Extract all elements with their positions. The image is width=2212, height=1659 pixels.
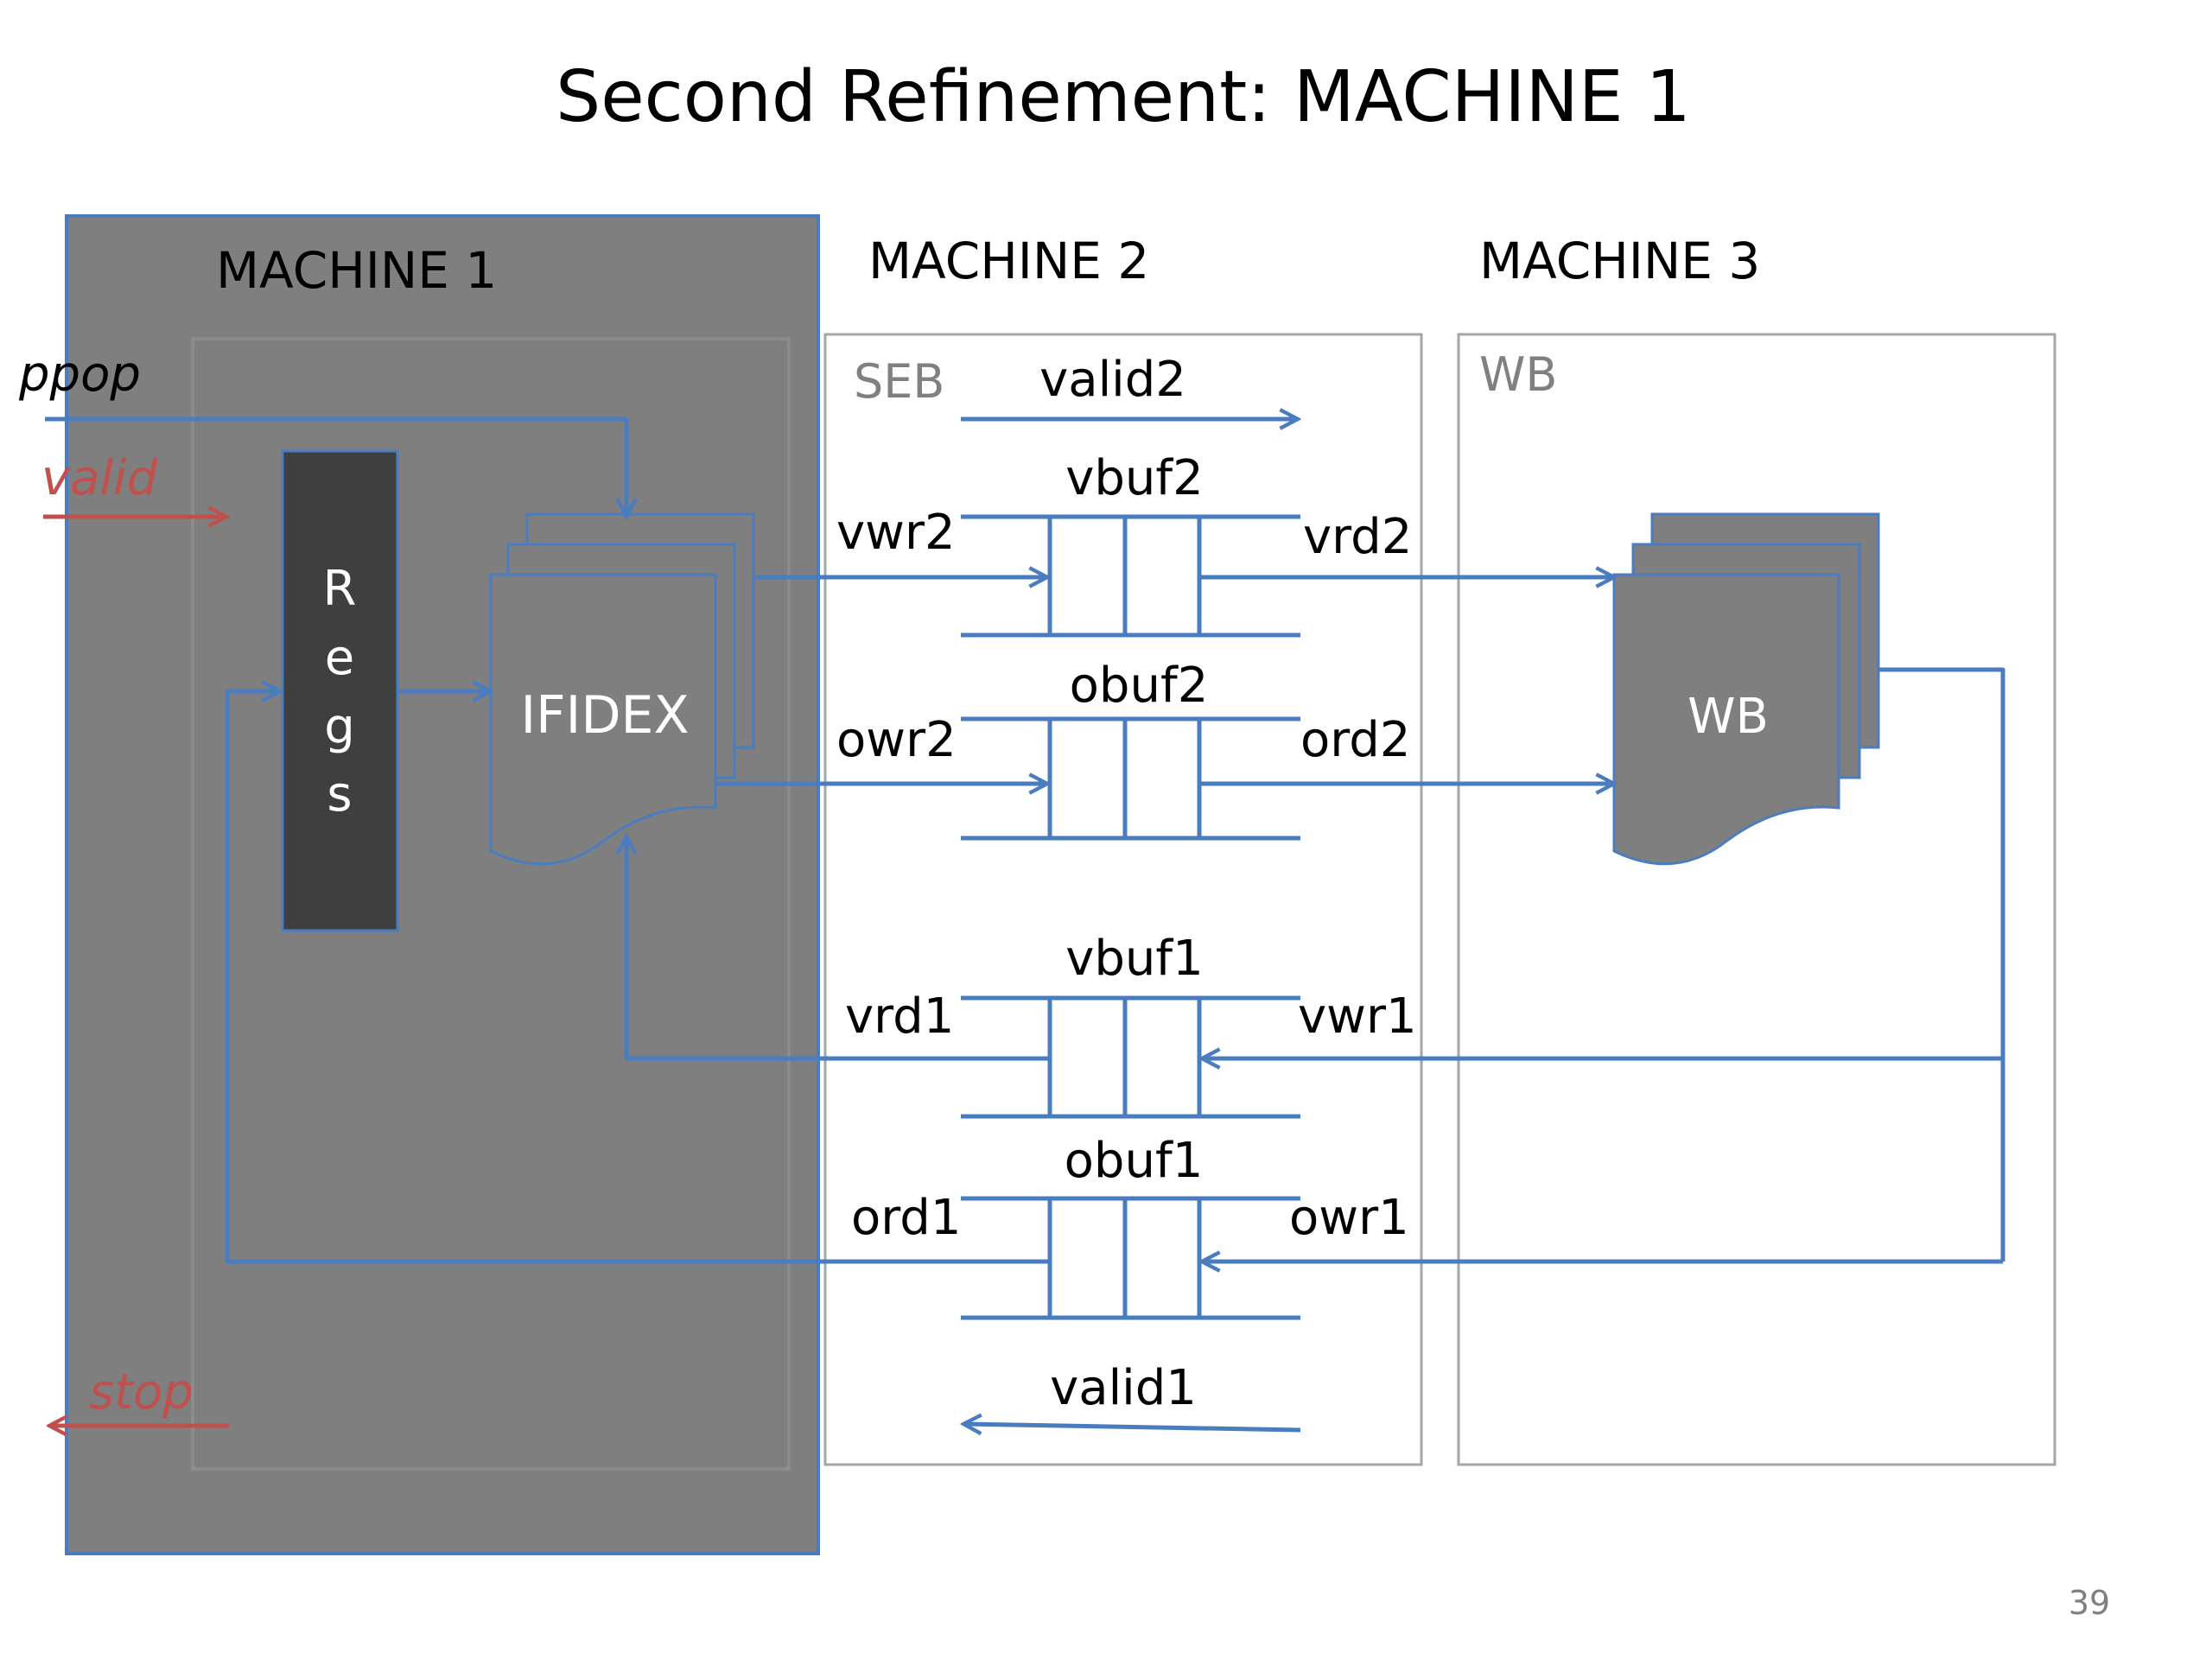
machine3-label: MACHINE 3 (1479, 232, 1760, 290)
vrd1-arrow (626, 836, 1050, 1061)
valid1-label: valid1 (1050, 1360, 1197, 1416)
vbuf1-label: vbuf1 (1065, 931, 1204, 987)
owr2-label: owr2 (836, 712, 957, 768)
ppop-arrow (45, 416, 626, 517)
regs-letter-e: e (325, 630, 354, 686)
ord2-label: ord2 (1300, 712, 1410, 768)
obuf2-label: obuf2 (1070, 658, 1209, 714)
vbuf2-fifo (961, 514, 1300, 638)
valid1-arrow (963, 1424, 1301, 1430)
obuf1-label: obuf1 (1065, 1133, 1204, 1189)
vbuf2-label: vbuf2 (1065, 450, 1204, 506)
regs-letter-r: R (323, 561, 357, 617)
obuf1-fifo (961, 1196, 1300, 1320)
slide-title: Second Refinement: MACHINE 1 (556, 56, 1691, 138)
owr1-label: owr1 (1289, 1190, 1409, 1246)
seb-label: SEB (854, 354, 944, 409)
vwr1-label: vwr1 (1298, 988, 1417, 1045)
ifidex-label: IFIDEX (520, 685, 689, 746)
connection-lines (45, 416, 2005, 1430)
machine1-label: MACHINE 1 (216, 241, 497, 300)
ord1-label: ord1 (851, 1190, 961, 1246)
machine1-inner-frame (191, 337, 791, 1471)
machine2-label: MACHINE 2 (868, 232, 1149, 290)
valid-label: valid (41, 450, 158, 506)
wb-document-stack (1612, 512, 1880, 866)
vrd1-label: vrd1 (845, 988, 954, 1045)
wb-label: WB (1688, 689, 1769, 745)
machine1-panel (65, 214, 820, 1555)
wb-feedback-trunk (1878, 667, 2005, 1262)
obuf2-fifo (961, 716, 1300, 841)
stop-label: stop (89, 1364, 194, 1421)
wb-panel-label: WB (1479, 347, 1557, 402)
regs-letter-g: g (324, 699, 355, 755)
vrd2-label: vrd2 (1303, 509, 1412, 565)
regs-letter-s: s (327, 766, 352, 823)
valid2-label: valid2 (1039, 352, 1186, 408)
regs-block (281, 449, 399, 932)
wb-panel (1457, 333, 2056, 1466)
ifidex-document-stack (489, 512, 755, 866)
vwr2-label: vwr2 (836, 505, 956, 561)
ppop-label: ppop (18, 346, 141, 403)
ord1-arrow (225, 691, 1050, 1264)
page-number: 39 (2069, 1584, 2110, 1622)
